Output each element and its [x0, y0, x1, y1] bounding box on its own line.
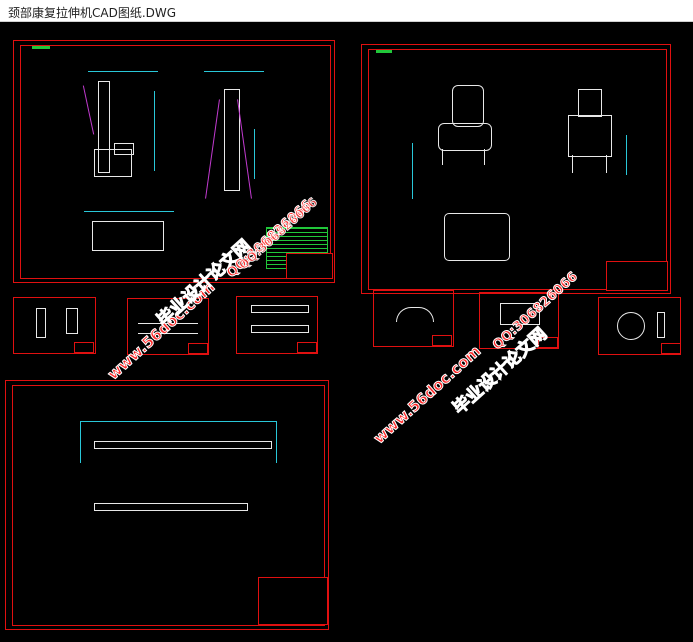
chair-dimension-line — [626, 135, 627, 175]
drawing-sheet-part-3[interactable] — [236, 296, 318, 354]
window-titlebar: 颈部康复拉伸机CAD图纸.DWG — [0, 0, 693, 22]
side-view-figure — [82, 71, 164, 191]
drawing-sheet-part-5[interactable] — [479, 292, 559, 349]
chair-dimension-line — [412, 143, 413, 199]
top-view-figure — [92, 221, 164, 251]
title-block — [432, 335, 452, 346]
shaft-dimension-line — [80, 421, 81, 463]
front-view-figure — [204, 69, 274, 199]
shaft-dimension-line — [276, 421, 277, 463]
chair-front-view — [566, 89, 614, 173]
part-outline — [138, 333, 198, 334]
title-block — [74, 342, 94, 353]
part-outline — [251, 325, 309, 333]
shaft-upper — [94, 441, 272, 449]
title-block — [538, 337, 558, 348]
part-outline — [657, 312, 665, 338]
part-outline — [66, 308, 78, 334]
sheet-inner-frame — [20, 45, 331, 279]
part-outline — [138, 323, 198, 324]
sheet-corner-tag — [32, 46, 50, 49]
drawing-sheet-chair-assembly[interactable] — [361, 44, 671, 294]
drawing-sheet-shaft[interactable] — [5, 380, 329, 630]
shaft-lower — [94, 503, 248, 511]
drawing-sheet-part-2[interactable] — [127, 298, 209, 355]
title-block — [286, 253, 333, 279]
sheet-inner-frame — [368, 49, 667, 290]
part-outline — [36, 308, 46, 338]
top-view-dimension — [84, 211, 174, 212]
window-title: 颈部康复拉伸机CAD图纸.DWG — [8, 6, 177, 20]
sheet-corner-tag — [376, 50, 392, 53]
drawing-sheet-assembly-side[interactable] — [13, 40, 335, 283]
shaft-dimension-line — [80, 421, 276, 422]
drawing-sheet-part-6[interactable] — [598, 297, 681, 355]
sheet-inner-frame — [12, 385, 325, 626]
title-block — [606, 261, 668, 291]
part-outline — [251, 305, 309, 313]
title-block — [297, 342, 317, 353]
part-disk-outline — [617, 312, 645, 340]
drawing-sheet-part-1[interactable] — [13, 297, 96, 354]
cad-drawing-canvas[interactable]: www.56doc.com 毕业设计论文网 QQ:306826066 QQ:30… — [0, 22, 693, 642]
part-outline — [396, 307, 434, 322]
chair-top-view — [444, 213, 510, 261]
part-outline — [500, 303, 540, 325]
drawing-sheet-part-4[interactable] — [373, 290, 454, 347]
title-block — [258, 577, 328, 625]
chair-side-view — [434, 85, 496, 165]
title-block — [188, 343, 208, 354]
title-block — [661, 343, 681, 354]
